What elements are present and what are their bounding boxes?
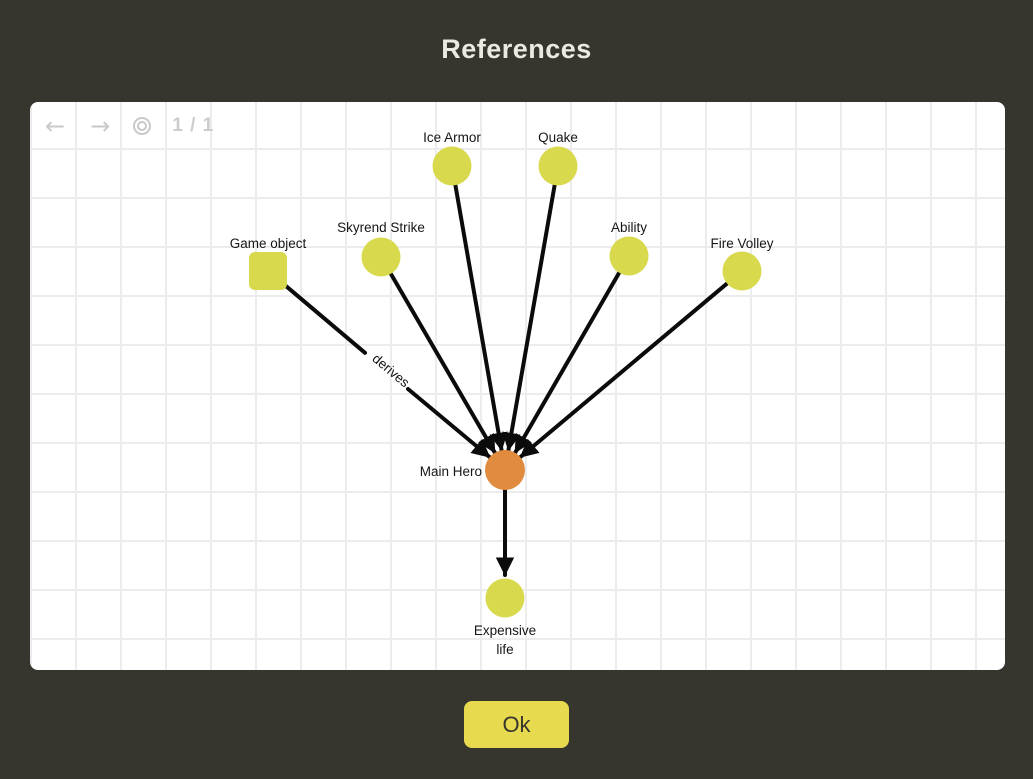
page-indicator: 1 / 1 (172, 115, 215, 136)
node-label-game-object: Game object (230, 236, 307, 251)
edge-ability-to-main-hero (513, 270, 622, 455)
node-label-quake: Quake (538, 130, 578, 145)
graph-toolbar: ← → 1 / 1 (43, 110, 214, 142)
node-skyrend-strike[interactable] (361, 237, 401, 277)
back-arrow-icon: ← (45, 112, 66, 140)
graph-canvas[interactable]: Ice Armor Quake Skyrend Strike Game obje… (30, 102, 1005, 670)
node-label-ability: Ability (611, 220, 647, 235)
node-label-fire-volley: Fire Volley (710, 236, 773, 251)
back-button[interactable]: ← (43, 114, 67, 138)
node-label-expensive-life-line1: Expensive (474, 623, 536, 638)
node-label-expensive-life-line2: life (496, 642, 513, 657)
node-label-main-hero: Main Hero (420, 464, 482, 479)
forward-button[interactable]: → (88, 114, 112, 138)
forward-arrow-icon: → (90, 112, 111, 140)
dialog-title: References (441, 34, 592, 64)
center-view-button[interactable] (133, 117, 152, 135)
node-fire-volley[interactable] (722, 251, 762, 291)
node-game-object[interactable] (249, 252, 287, 290)
edge-quake-to-main-hero (502, 181, 557, 453)
edge-ice-armor-to-main-hero (453, 182, 508, 453)
node-label-skyrend-strike: Skyrend Strike (337, 220, 425, 235)
graph-panel: ← → 1 / 1 Ice Armor (30, 102, 1005, 670)
node-expensive-life[interactable] (485, 578, 525, 618)
edge-label-derives: derives (369, 351, 412, 391)
node-ability[interactable] (609, 236, 649, 276)
node-main-hero[interactable] (485, 450, 525, 490)
edge-game-object-to-main-hero (280, 281, 367, 355)
node-quake[interactable] (538, 146, 578, 186)
node-label-ice-armor: Ice Armor (423, 130, 481, 145)
edge-skyrend-strike-to-main-hero (388, 271, 497, 455)
edge-game-object-to-main-hero (406, 387, 492, 460)
node-ice-armor[interactable] (432, 146, 472, 186)
ok-button[interactable]: Ok (464, 701, 569, 748)
edge-fire-volley-to-main-hero (518, 281, 730, 460)
